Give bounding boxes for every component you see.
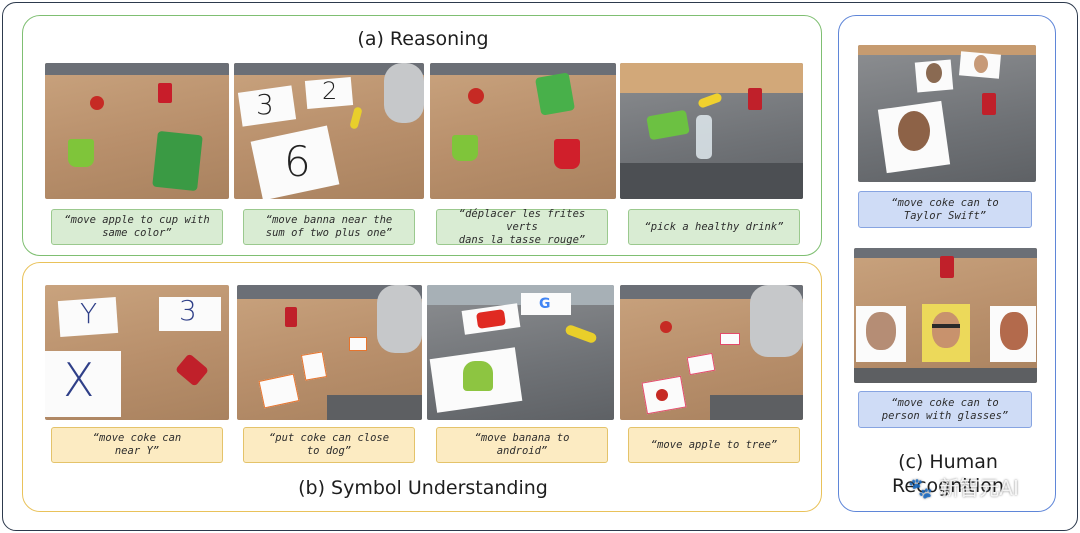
reasoning-caption-1: “move apple to cup with same color” — [51, 209, 223, 245]
reasoning-caption-3: “déplacer les frites verts dans la tasse… — [436, 208, 608, 246]
human-title: (c) Human Recognition — [892, 451, 1004, 497]
symbol-photo-logo-cards: G — [427, 285, 614, 420]
reasoning-caption-2: “move banna near the sum of two plus one… — [243, 209, 415, 245]
symbol-photo-letter-cards: Y 3 X — [45, 285, 229, 420]
reasoning-photo-apple-cups — [45, 63, 229, 199]
symbol-photo-animal-cards — [237, 285, 422, 420]
human-photo-glasses — [854, 248, 1037, 383]
symbol-caption-2: “put coke can close to dog” — [243, 427, 415, 463]
symbol-caption-4: “move apple to tree” — [628, 427, 800, 463]
reasoning-caption-4: “pick a healthy drink” — [628, 209, 800, 245]
symbol-title: (b) Symbol Understanding — [298, 477, 548, 499]
symbol-caption-3: “move banana to android” — [436, 427, 608, 463]
symbol-caption-1: “move coke can near Y” — [51, 427, 223, 463]
human-panel: (c) Human Recognition — [838, 15, 1056, 512]
card-2-text: 2 — [322, 77, 338, 105]
symbol-photo-fruit-cards — [620, 285, 803, 420]
watermark: 🐾 新智元AI — [908, 476, 1019, 500]
reasoning-title: (a) Reasoning — [357, 28, 489, 50]
human-photo-taylor-swift — [858, 45, 1036, 182]
reasoning-photo-healthy-drink — [620, 63, 803, 199]
reasoning-photo-number-cards: 3 2 6 — [234, 63, 424, 199]
human-caption-1: “move coke can to Taylor Swift” — [858, 191, 1032, 228]
reasoning-panel: (a) Reasoning — [22, 15, 822, 256]
symbol-panel: (b) Symbol Understanding — [22, 262, 822, 512]
card-6-text: 6 — [284, 137, 311, 186]
card-3-text: 3 — [256, 88, 274, 121]
card-3b-text: 3 — [179, 294, 197, 327]
human-caption-2: “move coke can to person with glasses” — [858, 391, 1032, 428]
card-x-text: X — [63, 353, 95, 407]
reasoning-photo-french-instruction — [430, 63, 616, 199]
card-y-text: Y — [80, 297, 98, 330]
